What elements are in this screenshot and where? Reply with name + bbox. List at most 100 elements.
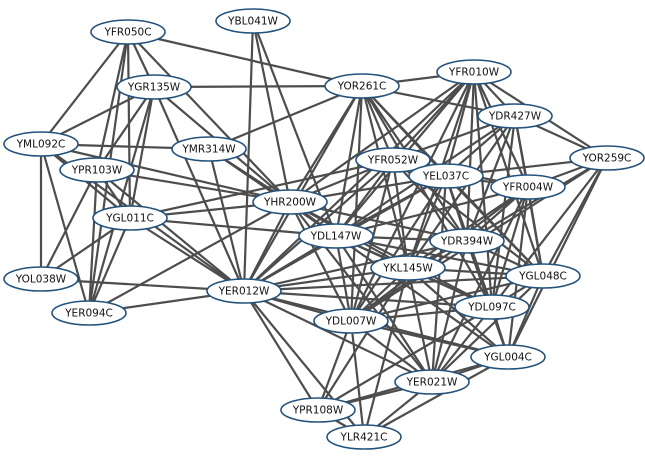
edge-YPR103W-YOL038W: [39, 168, 99, 281]
node-YOR261C[interactable]: YOR261C: [324, 73, 400, 99]
node-ellipse: [454, 294, 530, 320]
node-YOR259C[interactable]: YOR259C: [569, 145, 645, 171]
edge-YGL048C-YGL004C: [506, 274, 545, 359]
edge-YDL147W-YDL007W: [334, 234, 353, 323]
node-YER012W[interactable]: YER012W: [206, 278, 282, 304]
node-ellipse: [470, 344, 546, 370]
node-label: YDL097C: [467, 302, 516, 314]
node-YER094C[interactable]: YER094C: [51, 300, 127, 326]
edge-YBL041W-YHR200W: [251, 19, 292, 204]
node-ellipse: [490, 174, 566, 200]
node-YBL041W[interactable]: YBL041W: [215, 8, 291, 34]
node-label: YDL007W: [325, 316, 377, 328]
node-ellipse: [569, 145, 645, 171]
edge-YML092C-YER094C: [39, 142, 91, 315]
node-ellipse: [436, 59, 512, 85]
node-label: YGR135W: [127, 82, 181, 94]
node-YDR394W[interactable]: YDR394W: [429, 228, 505, 254]
edge-YER094C-YHR200W: [87, 200, 292, 315]
edge-YGR135W-YGL011C: [128, 85, 156, 220]
node-YFR004W[interactable]: YFR004W: [490, 174, 566, 200]
edge-YFR010W-YER012W: [242, 70, 476, 293]
node-YPR108W[interactable]: YPR108W: [280, 397, 356, 423]
node-YGL011C[interactable]: YGL011C: [92, 205, 168, 231]
node-ellipse: [51, 300, 127, 326]
node-YEL037C[interactable]: YEL037C: [408, 163, 484, 189]
node-YFR052W[interactable]: YFR052W: [355, 147, 431, 173]
node-YHR200W[interactable]: YHR200W: [252, 189, 328, 215]
node-label: YMR314W: [181, 144, 236, 156]
node-YER021W[interactable]: YER021W: [394, 369, 470, 395]
edge-YDR427W-YDL097C: [490, 114, 517, 309]
node-YML092C[interactable]: YML092C: [3, 131, 79, 157]
edge-YFR050C-YML092C: [39, 30, 130, 146]
edge-YDL147W-YER021W: [334, 234, 434, 384]
edge-YFR050C-YHR200W: [126, 30, 292, 204]
edge-YGR135W-YER012W: [152, 85, 246, 293]
node-ellipse: [408, 163, 484, 189]
edge-YDR394W-YER012W: [242, 239, 469, 293]
edge-YER012W-YDL097C: [242, 289, 494, 309]
edge-YFR052W-YDL147W: [334, 158, 395, 238]
node-YKL145W[interactable]: YKL145W: [370, 255, 446, 281]
edge-YDR394W-YDL007W: [349, 239, 469, 323]
node-label: YER021W: [406, 377, 458, 389]
edge-YDL097C-YER021W: [430, 305, 494, 384]
edge-YOR259C-YGL004C: [506, 156, 609, 359]
node-ellipse: [324, 73, 400, 99]
edge-YGL048C-YDL007W: [349, 274, 545, 323]
node-ellipse: [298, 223, 374, 249]
node-label: YER012W: [218, 286, 270, 298]
node-YFR010W[interactable]: YFR010W: [436, 59, 512, 85]
edge-YFR010W-YDR394W: [465, 70, 476, 243]
node-ellipse: [116, 74, 192, 100]
node-label: YHR200W: [263, 197, 317, 209]
edge-YFR050C-YOR261C: [126, 30, 364, 88]
edge-YHR200W-YDL097C: [288, 200, 494, 309]
edge-YFR004W-YER021W: [430, 185, 530, 384]
node-YOL038W[interactable]: YOL038W: [3, 266, 79, 292]
node-ellipse: [313, 308, 389, 334]
node-ellipse: [206, 278, 282, 304]
node-label: YDL147W: [310, 231, 362, 243]
node-ellipse: [280, 397, 356, 423]
node-YFR050C[interactable]: YFR050C: [90, 19, 166, 45]
node-label: YFR004W: [502, 182, 554, 194]
edge-YGL048C-YER012W: [242, 274, 545, 293]
edge-YHR200W-YER012W: [242, 200, 292, 293]
node-YDR427W[interactable]: YDR427W: [477, 103, 553, 129]
node-YDL007W[interactable]: YDL007W: [313, 308, 389, 334]
node-YLR421C[interactable]: YLR421C: [326, 424, 402, 450]
edge-YKL145W-YLR421C: [362, 266, 410, 439]
edge-YFR004W-YDL147W: [334, 185, 530, 238]
edge-YFR010W-YHR200W: [288, 70, 476, 204]
node-YGL048C[interactable]: YGL048C: [505, 263, 581, 289]
node-label: YDR394W: [440, 236, 494, 248]
edge-YGL011C-YFR052W: [128, 158, 395, 220]
node-ellipse: [370, 255, 446, 281]
edge-YGL048C-YER021W: [430, 274, 545, 384]
node-YMR314W[interactable]: YMR314W: [171, 136, 247, 162]
node-ellipse: [215, 8, 291, 34]
edge-YGR135W-YER094C: [87, 85, 156, 315]
node-label: YER094C: [64, 308, 113, 320]
node-YGL004C[interactable]: YGL004C: [470, 344, 546, 370]
node-label: YPR103W: [71, 165, 123, 177]
edge-YGL011C-YER094C: [87, 216, 132, 315]
node-YDL097C[interactable]: YDL097C: [454, 294, 530, 320]
node-label: YPR108W: [292, 405, 344, 417]
edge-YBL041W-YER012W: [242, 19, 255, 293]
node-label: YOL038W: [15, 274, 67, 286]
node-ellipse: [505, 263, 581, 289]
edge-YDL007W-YPR108W: [316, 319, 353, 412]
edge-YOR261C-YER012W: [242, 84, 364, 293]
node-label: YOR259C: [582, 153, 632, 165]
edge-YDL147W-YGL048C: [334, 234, 545, 278]
edge-YPR103W-YER094C: [87, 168, 99, 315]
node-YGR135W[interactable]: YGR135W: [116, 74, 192, 100]
node-YPR103W[interactable]: YPR103W: [59, 157, 135, 183]
edge-YKL145W-YPR108W: [316, 266, 410, 412]
node-ellipse: [326, 424, 402, 450]
node-YDL147W[interactable]: YDL147W: [298, 223, 374, 249]
edge-YKL145W-YER021W: [406, 266, 434, 384]
